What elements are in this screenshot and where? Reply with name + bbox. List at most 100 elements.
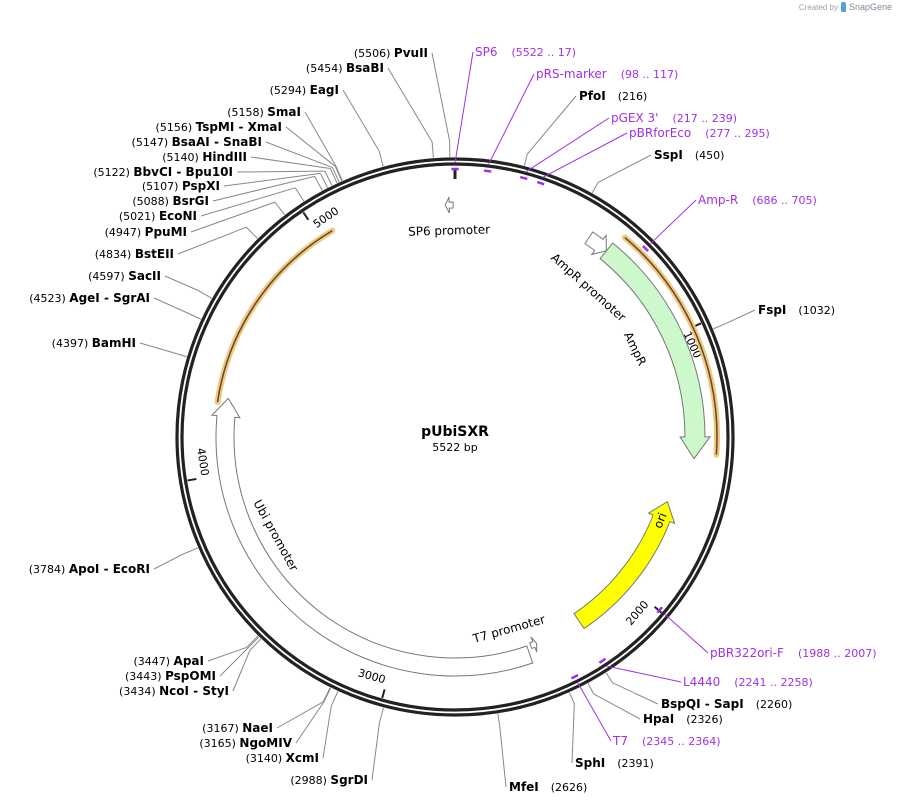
enzyme-site-xcmi[interactable]: (3140) XcmI bbox=[246, 751, 319, 765]
enzyme-site-pspomi[interactable]: (3443) PspOMI bbox=[125, 669, 216, 683]
leader-line bbox=[219, 647, 249, 677]
enzyme-position: (2326) bbox=[686, 713, 723, 726]
leader-line bbox=[597, 154, 652, 183]
enzyme-site-bspqisapi[interactable]: BspQI - SapI(2260) bbox=[661, 697, 792, 711]
enzyme-site-smai[interactable]: (5158) SmaI bbox=[227, 105, 301, 119]
svg-text:(5107) PspXI: (5107) PspXI bbox=[142, 179, 220, 193]
enzyme-site-pspxi[interactable]: (5107) PspXI bbox=[142, 179, 220, 193]
orf-ampr bbox=[624, 236, 718, 455]
enzyme-site-mfei[interactable]: MfeI(2626) bbox=[509, 780, 587, 794]
primer-name: pRS-marker bbox=[536, 67, 607, 81]
enzyme-position: (5156) bbox=[156, 121, 196, 134]
enzyme-position: (3784) bbox=[29, 563, 69, 576]
enzyme-site-fspi[interactable]: FspI(1032) bbox=[758, 303, 835, 317]
svg-text:SphI(2391): SphI(2391) bbox=[575, 756, 654, 770]
leader-line bbox=[304, 111, 337, 167]
enzyme-position: (4597) bbox=[88, 270, 128, 283]
enzyme-site-hindiii[interactable]: (5140) HindIII bbox=[162, 150, 247, 164]
enzyme-site-ageisgrai[interactable]: (4523) AgeI - SgrAI bbox=[29, 291, 150, 305]
primer-pbr322orif[interactable]: pBR322ori-F(1988 .. 2007) bbox=[656, 606, 877, 660]
svg-text:(5147) BsaAI - SnaBI: (5147) BsaAI - SnaBI bbox=[132, 135, 262, 149]
primer-name: pGEX 3' bbox=[611, 111, 658, 125]
primer-range: (686 .. 705) bbox=[752, 194, 817, 207]
plasmid-name: pUbiSXR bbox=[421, 424, 489, 440]
primer-mark bbox=[483, 169, 492, 173]
enzyme-site-bsaaisnabi[interactable]: (5147) BsaAI - SnaBI bbox=[132, 135, 262, 149]
leader-line bbox=[649, 199, 697, 245]
leader-line bbox=[323, 687, 332, 703]
enzyme-site-bbvcibpu10i[interactable]: (5122) BbvCI - Bpu10I bbox=[93, 165, 233, 179]
enzyme-position: (5140) bbox=[162, 151, 202, 164]
primer-t7[interactable]: T7(2345 .. 2364) bbox=[570, 673, 721, 748]
primer-pbrforeco[interactable]: pBRforEco(277 .. 295) bbox=[536, 126, 770, 186]
leader-line bbox=[245, 226, 258, 239]
leader-line bbox=[431, 52, 451, 142]
enzyme-site-ppumi[interactable]: (4947) PpuMI bbox=[105, 225, 187, 239]
leader-line bbox=[274, 201, 285, 216]
primer-sp6[interactable]: SP6(5522 .. 17) bbox=[451, 45, 576, 171]
enzyme-name: EcoNI bbox=[159, 209, 197, 223]
svg-text:(4523) AgeI - SgrAI: (4523) AgeI - SgrAI bbox=[29, 291, 150, 305]
enzyme-site-econi[interactable]: (5021) EcoNI bbox=[119, 209, 197, 223]
enzyme-site-apoiecori[interactable]: (3784) ApoI - EcoRI bbox=[29, 562, 150, 576]
ampr-label: AmpR bbox=[621, 330, 649, 368]
primer-range: (1988 .. 2007) bbox=[798, 647, 877, 660]
primer-range: (2345 .. 2364) bbox=[642, 735, 721, 748]
enzyme-site-naei[interactable]: (3167) NaeI bbox=[202, 721, 273, 735]
enzyme-position: (1032) bbox=[798, 304, 835, 317]
enzyme-position: (5147) bbox=[132, 136, 172, 149]
enzyme-site-bsrgi[interactable]: (5088) BsrGI bbox=[132, 194, 209, 208]
tick-label: 3000 bbox=[357, 666, 387, 686]
enzyme-site-ncoistyi[interactable]: (3434) NcoI - StyI bbox=[119, 684, 229, 698]
enzyme-name: SphI bbox=[575, 756, 605, 770]
enzyme-site-pvuii[interactable]: (5506) PvuII bbox=[354, 46, 428, 60]
leader-line bbox=[499, 725, 507, 788]
enzyme-site-tspmixmai[interactable]: (5156) TspMI - XmaI bbox=[156, 120, 282, 134]
primer-pgex3[interactable]: pGEX 3'(217 .. 239) bbox=[519, 111, 737, 181]
enzyme-site-bsteii[interactable]: (4834) BstEII bbox=[95, 247, 174, 261]
svg-text:(5021) EcoNI: (5021) EcoNI bbox=[119, 209, 197, 223]
primer-ampr[interactable]: Amp-R(686 .. 705) bbox=[642, 193, 817, 253]
leader-line bbox=[334, 166, 343, 182]
primer-range: (277 .. 295) bbox=[705, 127, 770, 140]
leader-line bbox=[612, 682, 659, 705]
leader-line bbox=[342, 89, 380, 152]
enzyme-site-sacii[interactable]: (4597) SacII bbox=[88, 269, 161, 283]
enzyme-position: (5021) bbox=[119, 210, 159, 223]
enzyme-site-sspi[interactable]: SspI(450) bbox=[654, 148, 724, 162]
enzyme-site-hpai[interactable]: HpaI(2326) bbox=[643, 712, 723, 726]
primer-mark bbox=[642, 245, 649, 253]
leader-line bbox=[171, 351, 187, 358]
enzyme-position: (2260) bbox=[756, 698, 793, 711]
leader-line bbox=[246, 635, 259, 648]
leader-line bbox=[591, 182, 599, 194]
enzyme-site-ngomiv[interactable]: (3165) NgoMIV bbox=[199, 736, 292, 750]
enzyme-site-sgrdi[interactable]: (2988) SgrDI bbox=[290, 773, 368, 787]
enzyme-site-bsabi[interactable]: (5454) BsaBI bbox=[306, 61, 384, 75]
enzyme-name: SacII bbox=[128, 269, 161, 283]
enzyme-name: BstEII bbox=[135, 247, 174, 261]
leader-line bbox=[487, 73, 535, 166]
leader-line bbox=[294, 187, 305, 202]
enzyme-site-eagi[interactable]: (5294) EagI bbox=[270, 83, 339, 97]
leader-line bbox=[526, 95, 577, 155]
svg-text:BspQI - SapI(2260): BspQI - SapI(2260) bbox=[661, 697, 792, 711]
enzyme-site-sphi[interactable]: SphI(2391) bbox=[575, 756, 654, 770]
enzyme-name: BamHI bbox=[92, 336, 136, 350]
primer-l4440[interactable]: L4440(2241 .. 2258) bbox=[598, 657, 813, 689]
primer-mark bbox=[519, 175, 528, 181]
enzyme-name: MfeI bbox=[509, 780, 539, 794]
leader-line bbox=[431, 141, 434, 158]
primer-prsmarker[interactable]: pRS-marker(98 .. 117) bbox=[483, 67, 678, 173]
sp6-promoter-arrow bbox=[444, 196, 454, 214]
leader-line bbox=[525, 117, 610, 173]
credit-prefix: Created by bbox=[798, 2, 838, 12]
leader-line bbox=[319, 173, 329, 188]
enzyme-site-bamhi[interactable]: (4397) BamHI bbox=[52, 336, 136, 350]
tick-mark bbox=[302, 211, 310, 221]
enzyme-name: SmaI bbox=[267, 105, 301, 119]
enzyme-site-pfoi[interactable]: PfoI(216) bbox=[579, 89, 647, 103]
enzyme-site-apai[interactable]: (3447) ApaI bbox=[133, 654, 204, 668]
primer-range: (2241 .. 2258) bbox=[734, 676, 813, 689]
